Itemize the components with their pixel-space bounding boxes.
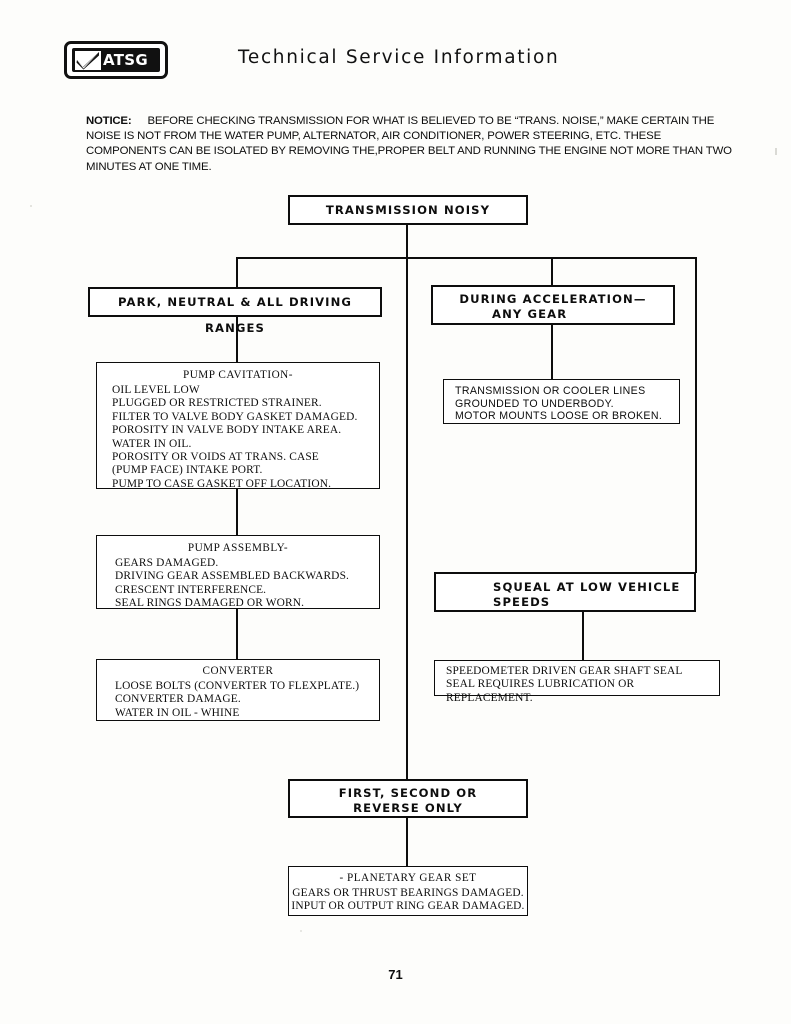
node-transmission-noisy[interactable]: TRANSMISSION NOISY: [288, 195, 528, 225]
node-pump-assembly[interactable]: PUMP ASSEMBLY- GEARS DAMAGED. DRIVING GE…: [96, 535, 380, 609]
connector-assembly-to-converter: [236, 609, 238, 660]
atsg-logo-text: ATSG: [103, 50, 148, 69]
connector-bus-to-left-branch: [236, 257, 238, 288]
node-pump-assembly-items: GEARS DAMAGED. DRIVING GEAR ASSEMBLED BA…: [115, 557, 350, 610]
connector-root-down: [406, 225, 408, 259]
connector-bus-to-right-branch: [551, 257, 553, 286]
node-planetary-items: GEARS OR THRUST BEARINGS DAMAGED. INPUT …: [291, 887, 525, 913]
notice-block: NOTICE:BEFORE CHECKING TRANSMISSION FOR …: [86, 114, 738, 175]
atsg-logo: ATSG: [64, 41, 168, 79]
scan-speck: [300, 930, 302, 932]
connector-accel-to-cooler: [551, 325, 553, 380]
node-converter[interactable]: CONVERTER LOOSE BOLTS (CONVERTER TO FLEX…: [96, 659, 380, 721]
node-planetary-gear-set[interactable]: - PLANETARY GEAR SET GEARS OR THRUST BEA…: [288, 866, 528, 916]
node-transmission-cooler-lines[interactable]: TRANSMISSION OR COOLER LINES GROUNDED TO…: [443, 379, 680, 424]
checkmark-icon: [75, 50, 101, 70]
node-park-neutral-label: PARK, NEUTRAL & ALL DRIVING RANGES: [117, 295, 353, 335]
node-transmission-noisy-label: TRANSMISSION NOISY: [325, 203, 491, 217]
scan-speck: [30, 205, 32, 207]
connector-first-to-planetary: [406, 818, 408, 867]
node-planetary-title: - PLANETARY GEAR SET: [339, 872, 477, 884]
node-first-second-reverse-only[interactable]: FIRST, SECOND OR REVERSE ONLY: [288, 779, 528, 818]
connector-center-spine: [406, 257, 408, 780]
node-pump-assembly-title: PUMP ASSEMBLY-: [187, 542, 289, 554]
connector-main-bus: [236, 257, 697, 259]
connector-squeal-to-speedometer: [582, 612, 584, 661]
node-squeal-line1: SQUEAL AT LOW VEHICLE: [493, 580, 681, 594]
notice-label: NOTICE:: [86, 115, 132, 127]
node-first-second-line2: REVERSE ONLY: [353, 801, 463, 815]
node-transmission-cooler-items: TRANSMISSION OR COOLER LINES GROUNDED TO…: [455, 385, 663, 423]
connector-left-branch-to-cavitation: [236, 317, 238, 363]
node-during-acceleration[interactable]: DURING ACCELERATION— ANY GEAR: [431, 285, 675, 325]
node-converter-title: CONVERTER: [202, 665, 274, 677]
notice-text: BEFORE CHECKING TRANSMISSION FOR WHAT IS…: [86, 115, 732, 173]
node-pump-cavitation-title: PUMP CAVITATION-: [183, 369, 293, 381]
scan-speck: [775, 148, 777, 155]
node-pump-cavitation-items: OIL LEVEL LOW PLUGGED OR RESTRICTED STRA…: [112, 384, 358, 490]
node-squeal-line2: SPEEDS: [493, 595, 551, 609]
node-speedometer-gear-shaft-seal[interactable]: SPEEDOMETER DRIVEN GEAR SHAFT SEAL SEAL …: [434, 660, 720, 704]
page-title: Technical Service Information: [238, 47, 560, 68]
node-during-acceleration-line1: DURING ACCELERATION—: [459, 292, 647, 306]
node-park-neutral-all-driving-ranges[interactable]: PARK, NEUTRAL & ALL DRIVING RANGES: [88, 287, 382, 335]
page-number: 71: [388, 967, 403, 982]
node-converter-items: LOOSE BOLTS (CONVERTER TO FLEXPLATE.) CO…: [115, 680, 360, 719]
connector-bus-to-squeal: [695, 257, 697, 573]
node-squeal-at-low-vehicle-speeds[interactable]: SQUEAL AT LOW VEHICLE SPEEDS: [434, 572, 696, 612]
atsg-logo-plate: ATSG: [72, 48, 160, 72]
node-during-acceleration-line2: ANY GEAR: [492, 307, 568, 321]
node-pump-cavitation[interactable]: PUMP CAVITATION- OIL LEVEL LOW PLUGGED O…: [96, 362, 380, 490]
connector-cavitation-to-assembly: [236, 489, 238, 536]
node-speedometer-items: SPEEDOMETER DRIVEN GEAR SHAFT SEAL SEAL …: [446, 665, 683, 704]
node-first-second-line1: FIRST, SECOND OR: [338, 786, 478, 800]
